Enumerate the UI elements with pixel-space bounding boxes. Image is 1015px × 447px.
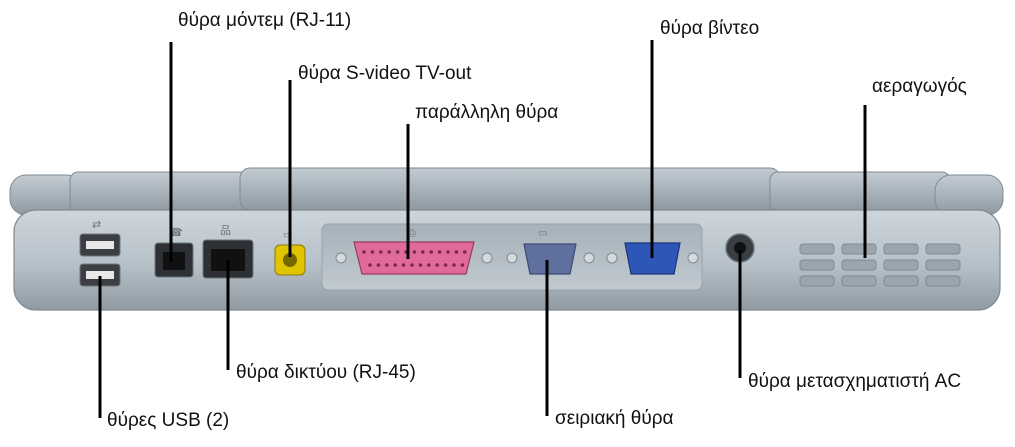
vent-slot [842, 276, 876, 286]
vent-slot [926, 244, 960, 254]
label-ac-adapter-port: θύρα μετασχηματιστή AC [748, 371, 961, 393]
label-video-port: θύρα βίντεο [660, 18, 759, 40]
right-hinge [935, 175, 1003, 215]
label-air-vent: αεραγωγός [872, 76, 967, 98]
vent-slot [884, 260, 918, 270]
vent-slot [800, 260, 834, 270]
lid-center [240, 168, 780, 210]
usb-icon: ⇄ [92, 218, 101, 231]
lid-right [770, 172, 950, 212]
label-usb-ports: θύρες USB (2) [107, 410, 229, 432]
vent-slot [842, 244, 876, 254]
label-parallel-port: παράλληλη θύρα [415, 102, 558, 124]
label-serial-port: σειριακή θύρα [555, 408, 674, 430]
vent-slot [884, 276, 918, 286]
vent-slot [884, 244, 918, 254]
laptop-lid [10, 168, 1003, 215]
label-modem-port: θύρα μόντεμ (RJ-11) [178, 10, 351, 32]
vent-slot [926, 260, 960, 270]
label-network-port: θύρα δικτύου (RJ-45) [236, 362, 416, 384]
serial-icon: ▭ [538, 228, 547, 239]
vent-slot [800, 244, 834, 254]
network-icon: 品 [220, 224, 231, 237]
vent-slot [926, 276, 960, 286]
vent-slot [842, 260, 876, 270]
label-svideo-port: θύρα S-video TV-out [298, 63, 471, 85]
vent-slot [800, 276, 834, 286]
lid-left [70, 172, 250, 212]
